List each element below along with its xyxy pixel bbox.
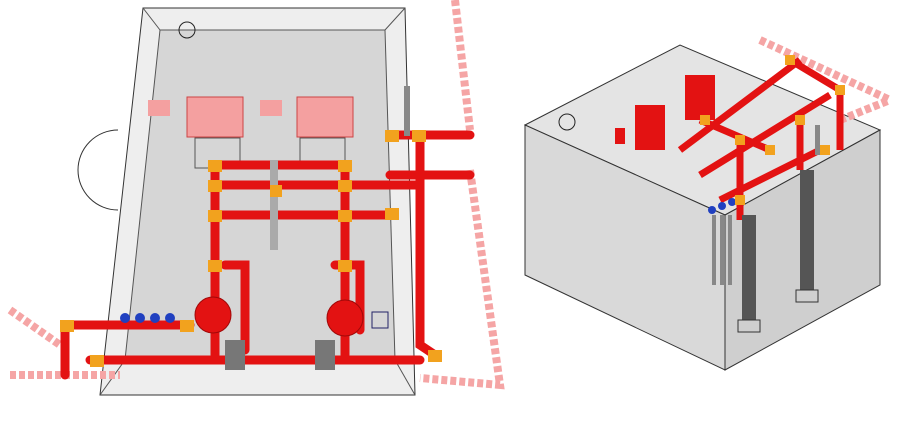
ghost-pipes <box>758 36 892 124</box>
control-panel <box>260 100 282 116</box>
top-perspective-view <box>7 0 505 396</box>
floor-drain <box>558 113 576 131</box>
pipe-fittings <box>60 130 442 367</box>
red-pipes <box>60 130 475 380</box>
pump-coils <box>742 170 814 320</box>
pump-base <box>795 289 819 303</box>
junction-box <box>371 311 389 329</box>
riser-pipe <box>404 86 410 136</box>
control-panel <box>186 96 244 138</box>
door-swing <box>77 129 119 211</box>
riser-pipe <box>270 160 278 250</box>
riser-pipes <box>712 125 820 285</box>
valve-manifold <box>120 313 175 323</box>
control-panel <box>635 105 665 150</box>
control-panel <box>685 75 715 120</box>
fire-pump <box>326 299 364 337</box>
valve-manifold <box>708 198 736 214</box>
pump-base <box>737 319 761 333</box>
pump-coil <box>225 340 245 370</box>
pump-coil <box>315 340 335 370</box>
fire-pump <box>194 296 232 334</box>
control-panel <box>296 96 354 138</box>
pipe-fittings <box>700 55 845 205</box>
control-panel <box>615 128 625 144</box>
floor-drain <box>178 21 196 39</box>
isometric-view <box>523 36 892 371</box>
control-panel <box>148 100 170 116</box>
